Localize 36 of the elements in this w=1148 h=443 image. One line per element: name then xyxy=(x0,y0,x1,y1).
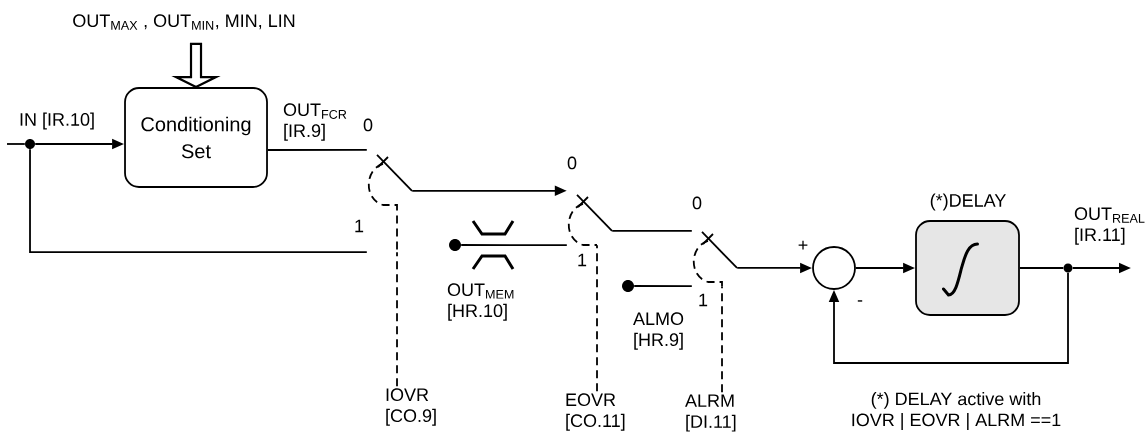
dashed-line xyxy=(721,285,723,394)
switch-symbol xyxy=(367,154,413,253)
signal-label: ALRM [DI.11] xyxy=(685,394,736,432)
switch-symbol xyxy=(567,194,613,246)
dashed-line xyxy=(596,244,598,393)
note-text: (*) DELAY active with IOVR | EOVR | ALRM ==1 xyxy=(852,392,1061,430)
connector-line xyxy=(611,229,693,232)
block-arrow xyxy=(171,42,221,89)
contact-label: 1 xyxy=(355,219,364,233)
edge-label: IN [IR.10] xyxy=(17,110,98,132)
contact-label: 1 xyxy=(699,293,708,307)
contact-label: 0 xyxy=(567,156,577,170)
signal-label: IOVR [CO.9] xyxy=(386,388,436,426)
summing-circle xyxy=(812,246,856,290)
dashed-line xyxy=(396,251,398,388)
edge-label: OUT$_{REAL}$ [IR.11] xyxy=(1072,205,1148,247)
block-title: (*)DELAY xyxy=(930,193,1006,211)
connector-line xyxy=(460,244,568,247)
parameter-label: OUT$_{MAX}$ , OUT$_{MIN}$, MIN, LIN xyxy=(73,14,295,30)
edge-label: OUT$_{FCR}$ [IR.9] xyxy=(281,101,355,143)
signal-label: ALMO [HR.9] xyxy=(633,312,684,350)
signal-label: OUT$_{MEM}$ [HR.10] xyxy=(447,283,514,321)
arrow xyxy=(828,271,1069,364)
connector-line xyxy=(1019,267,1065,269)
connector-line xyxy=(29,148,368,254)
signal-label: EOVR [CO.11] xyxy=(566,393,625,431)
contact-label: 0 xyxy=(692,196,702,210)
sign-label: + xyxy=(798,240,808,250)
contact-label: 1 xyxy=(578,253,587,267)
switch-symbol xyxy=(692,231,738,287)
process-box: Conditioning Set xyxy=(124,87,268,188)
connector-line xyxy=(633,285,693,288)
sign-label: - xyxy=(857,300,863,302)
contact-label: 0 xyxy=(363,118,373,132)
connector-line xyxy=(6,143,26,145)
connector-line xyxy=(267,148,368,151)
